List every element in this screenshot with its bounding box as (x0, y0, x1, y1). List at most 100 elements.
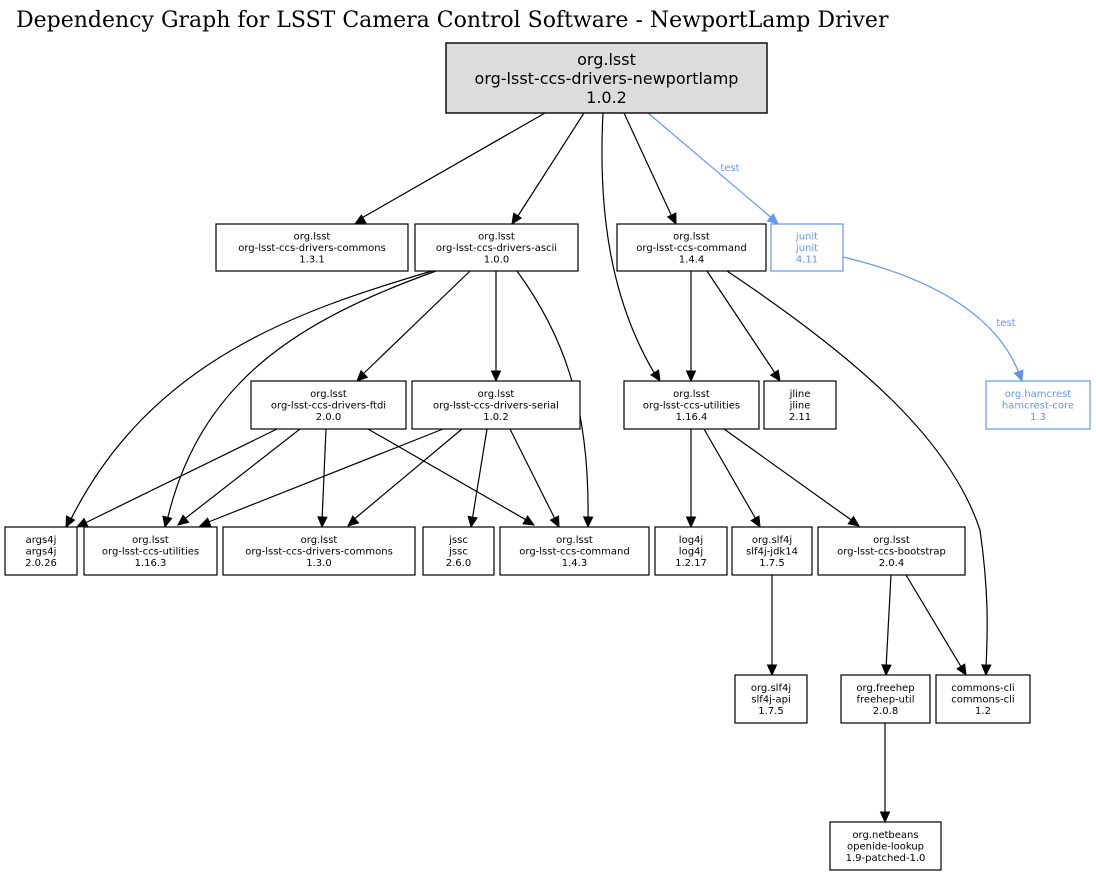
arrowhead-icon (522, 515, 536, 526)
edge-command144-to-utilities1164 (685, 271, 697, 383)
node-box (422, 526, 495, 576)
node-group: commons-cli (951, 683, 1014, 694)
edge-serial-to-command143 (509, 428, 560, 529)
edge-label: test (720, 163, 739, 174)
node-group: org.lsst (310, 389, 347, 400)
arrowhead-icon (981, 664, 992, 677)
node-artifact: org-lsst-ccs-drivers-ascii (436, 243, 557, 254)
node-version: 1.3 (1030, 412, 1046, 423)
arrowhead-icon (956, 663, 967, 677)
node-version: 1.3.0 (306, 558, 331, 569)
node-version: 1.9-patched-1.0 (846, 853, 926, 864)
node-group: org.lsst (673, 389, 710, 400)
edge-junit-to-hamcrest: test (842, 256, 1024, 383)
node-box (414, 223, 579, 272)
nodes-layer: org.lsstorg-lsst-ccs-drivers-newportlamp… (4, 42, 1091, 871)
arrowhead-icon (347, 515, 360, 527)
arrowhead-icon (582, 516, 594, 529)
arrowhead-icon (666, 212, 677, 226)
node-version: 2.0.0 (316, 412, 341, 423)
arrowhead-icon (177, 514, 190, 526)
node-box (935, 674, 1031, 724)
node-group: org.lsst (132, 535, 169, 546)
edge-line (516, 270, 589, 522)
node-version: 2.0.8 (873, 706, 898, 717)
node-commons130[interactable]: org.lsstorg-lsst-ccs-drivers-commons1.3.… (222, 526, 416, 576)
edge-line (181, 428, 301, 522)
node-version: 1.3.1 (299, 255, 324, 266)
edge-ftdi-to-utilities1163 (177, 428, 301, 526)
edge-line (601, 112, 657, 377)
edge-line (905, 574, 964, 671)
edge-line (166, 270, 437, 522)
node-version: 1.7.5 (759, 558, 784, 569)
edge-line (321, 428, 327, 522)
node-group: org.hamcrest (1005, 389, 1072, 400)
node-artifact: org-lsst-ccs-drivers-commons (245, 547, 393, 558)
arrowhead-icon (317, 516, 328, 529)
node-version: 1.16.3 (135, 558, 167, 569)
edge-line (69, 270, 433, 522)
node-artifact: junit (795, 243, 818, 254)
node-box (770, 223, 844, 272)
edge-line (647, 112, 774, 220)
node-version: 1.0.2 (586, 88, 627, 107)
edge-label: test (996, 318, 1015, 329)
node-group: org.slf4j (752, 535, 792, 546)
arrowhead-icon (685, 516, 697, 529)
node-version: 1.4.4 (679, 255, 704, 266)
edge-serial-to-jssc (467, 428, 488, 529)
edge-line (623, 112, 674, 220)
node-version: 1.7.5 (758, 706, 783, 717)
node-artifact: org-lsst-ccs-drivers-newportlamp (475, 69, 739, 88)
graph-title: Dependency Graph for LSST Camera Control… (16, 8, 889, 33)
node-box (623, 380, 760, 430)
node-box (985, 380, 1091, 430)
node-box (840, 674, 931, 724)
edge-serial-to-utilities1163 (198, 428, 444, 528)
node-group: org.lsst (577, 50, 636, 69)
node-box (817, 526, 966, 576)
arrowhead-icon (467, 515, 478, 529)
node-box (734, 674, 808, 724)
edge-command144-to-commonscli (726, 270, 992, 677)
node-group: jline (789, 389, 811, 400)
edge-slf4jjdk14-to-slf4japi (766, 575, 778, 677)
node-openide[interactable]: org.netbeansopenide-lookup1.9-patched-1.… (829, 821, 942, 871)
node-artifact: openide-lookup (847, 842, 924, 853)
node-newportlamp[interactable]: org.lsstorg-lsst-ccs-drivers-newportlamp… (445, 42, 768, 114)
edge-newportlamp-to-utilities1164 (601, 112, 661, 383)
edge-line (509, 428, 557, 522)
edge-ascii-to-command143 (516, 270, 594, 529)
node-artifact: commons-cli (951, 695, 1014, 706)
node-box (654, 526, 728, 576)
node-version: 1.0.0 (484, 255, 509, 266)
edge-bootstrap-to-commonscli (905, 574, 967, 677)
node-commons131[interactable]: org.lsstorg-lsst-ccs-drivers-commons1.3.… (215, 223, 409, 272)
node-artifact: args4j (26, 547, 57, 558)
arrowhead-icon (511, 212, 523, 226)
node-version: 1.16.4 (676, 412, 708, 423)
edge-utilities1164-to-bootstrap (723, 428, 860, 527)
node-group: org.lsst (556, 535, 593, 546)
edge-bootstrap-to-freehep (881, 574, 892, 677)
node-artifact: org-lsst-ccs-utilities (643, 401, 740, 412)
